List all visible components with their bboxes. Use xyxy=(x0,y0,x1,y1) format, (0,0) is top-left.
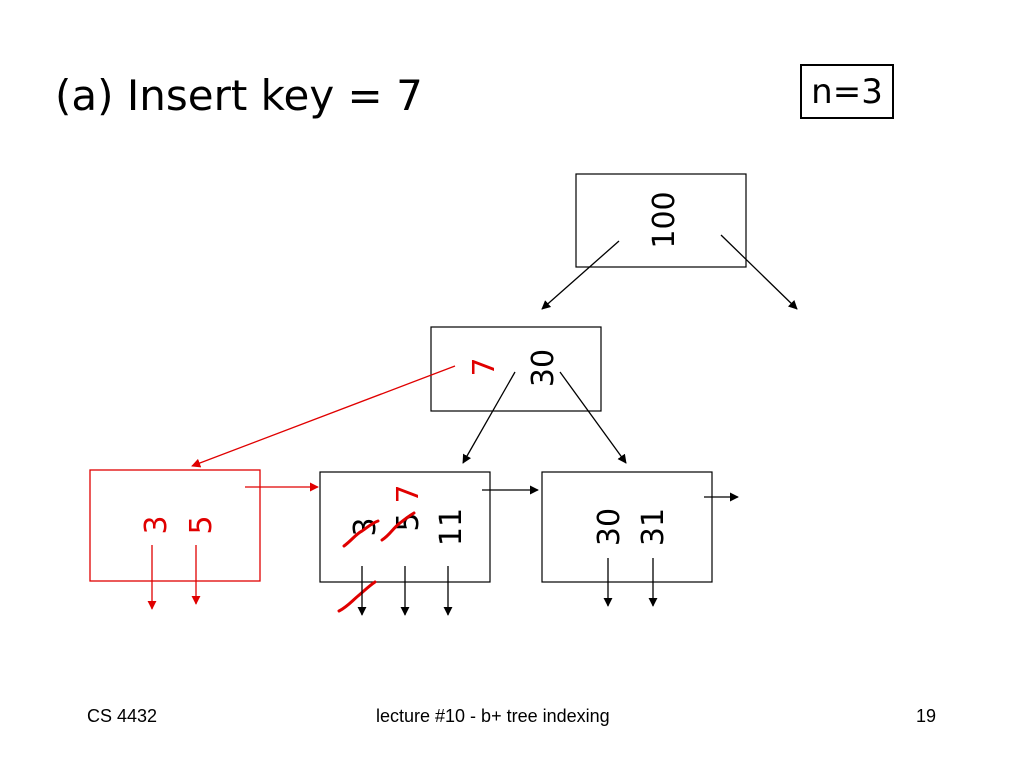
leaf-c-key: 30 xyxy=(592,508,627,546)
internal-key: 30 xyxy=(526,349,561,387)
internal-right-pointer xyxy=(559,371,627,464)
order-label-box: n=3 xyxy=(800,64,894,119)
internal-new-pointer xyxy=(191,365,456,468)
slide-title: (a) Insert key = 7 xyxy=(55,71,423,120)
root-node-box xyxy=(575,173,747,268)
leaf-b-key-struck: 5 xyxy=(391,512,426,531)
footer-course: CS 4432 xyxy=(87,706,158,726)
leaf-b-key-inserted: 7 xyxy=(391,484,426,503)
leaf-c-box xyxy=(541,471,713,583)
root-right-pointer xyxy=(720,234,798,310)
leaf-c-key: 31 xyxy=(636,508,671,546)
internal-middle-pointer xyxy=(462,371,516,464)
leaf-b-key: 11 xyxy=(434,508,469,546)
internal-key-new: 7 xyxy=(467,357,502,376)
strike-mark xyxy=(337,580,377,613)
new-leaf-key: 3 xyxy=(139,515,174,534)
new-leaf-key: 5 xyxy=(184,515,219,534)
new-leaf-box xyxy=(89,469,261,582)
footer-page-number: 19 xyxy=(916,706,937,726)
strike-mark xyxy=(342,519,380,548)
internal-node-box xyxy=(430,326,602,412)
strike-mark xyxy=(380,511,416,542)
root-key: 100 xyxy=(647,191,682,248)
root-left-pointer xyxy=(541,240,620,310)
footer-lecture: lecture #10 - b+ tree indexing xyxy=(376,706,610,726)
